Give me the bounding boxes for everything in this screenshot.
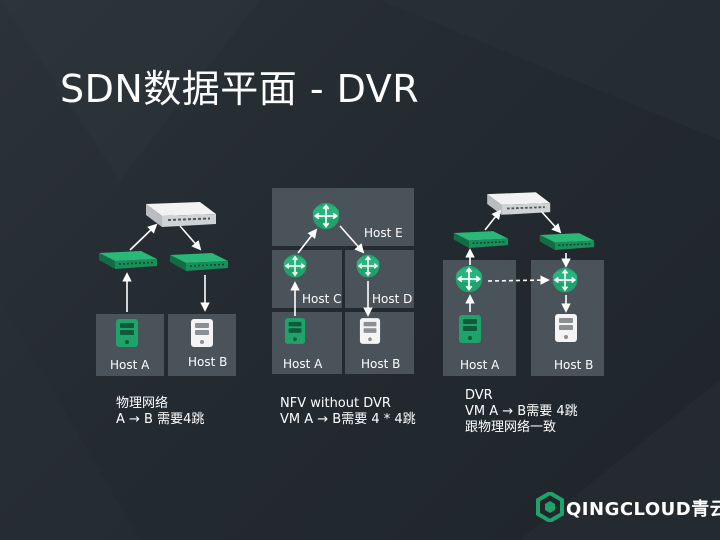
host-a-tile [272, 312, 342, 374]
arrow [339, 225, 365, 254]
server-icon [191, 319, 213, 347]
router-icon [551, 266, 579, 294]
caption-line: NFV without DVR [280, 396, 391, 411]
caption-line: A → B 需要4跳 [116, 412, 205, 427]
host-b-label: Host B [554, 358, 594, 372]
host-e-label: Host E [364, 226, 403, 240]
logo-text: QINGCLOUD青云 [566, 499, 720, 520]
arrow [540, 210, 562, 234]
tor-switch-icon [169, 252, 229, 272]
server-icon [555, 314, 577, 342]
caption-line: VM A → B需要 4 * 4跳 [280, 412, 416, 427]
caption-line: VM A → B需要 4跳 [465, 404, 578, 419]
core-switch-icon [145, 201, 217, 228]
router-icon [454, 264, 484, 294]
host-c-tile [272, 250, 342, 308]
server-icon [116, 319, 138, 347]
host-b-label: Host B [361, 357, 401, 371]
caption-line: 跟物理网络一致 [465, 420, 557, 435]
caption-nfv: NFV without DVR VM A → B需要 4 * 4跳 [280, 396, 416, 428]
arrow [129, 223, 158, 251]
host-a-label: Host A [283, 357, 323, 371]
caption-physical: 物理网络 A → B 需要4跳 [116, 396, 204, 428]
arrow [297, 228, 318, 254]
dashed-arrow [487, 275, 550, 285]
caption-dvr: DVR VM A → B需要 4跳 跟物理网络一致 [465, 388, 578, 436]
host-e-tile [272, 188, 414, 246]
tor-switch-icon [98, 250, 158, 270]
tor-switch-icon [539, 232, 595, 251]
qingcloud-logo-icon [536, 492, 564, 522]
host-d-tile [345, 250, 414, 308]
host-b-label: Host B [188, 355, 228, 369]
page-title: SDN数据平面 - DVR [60, 67, 420, 111]
router-icon [355, 253, 381, 279]
caption-line: 物理网络 [116, 396, 169, 411]
caption-line: DVR [465, 388, 493, 403]
host-c-label: Host C [302, 292, 342, 306]
host-d-label: Host D [372, 292, 413, 306]
host-a-label: Host A [460, 358, 500, 372]
arrow [179, 225, 202, 251]
arrow [484, 209, 502, 231]
tor-switch-icon [453, 230, 509, 249]
server-icon [459, 315, 481, 343]
router-icon [282, 253, 308, 279]
server-icon [284, 318, 306, 344]
host-a-label: Host A [110, 358, 150, 372]
server-icon [359, 318, 381, 344]
qingcloud-logo: QINGCLOUD青云 [536, 490, 720, 524]
router-icon [311, 201, 341, 231]
